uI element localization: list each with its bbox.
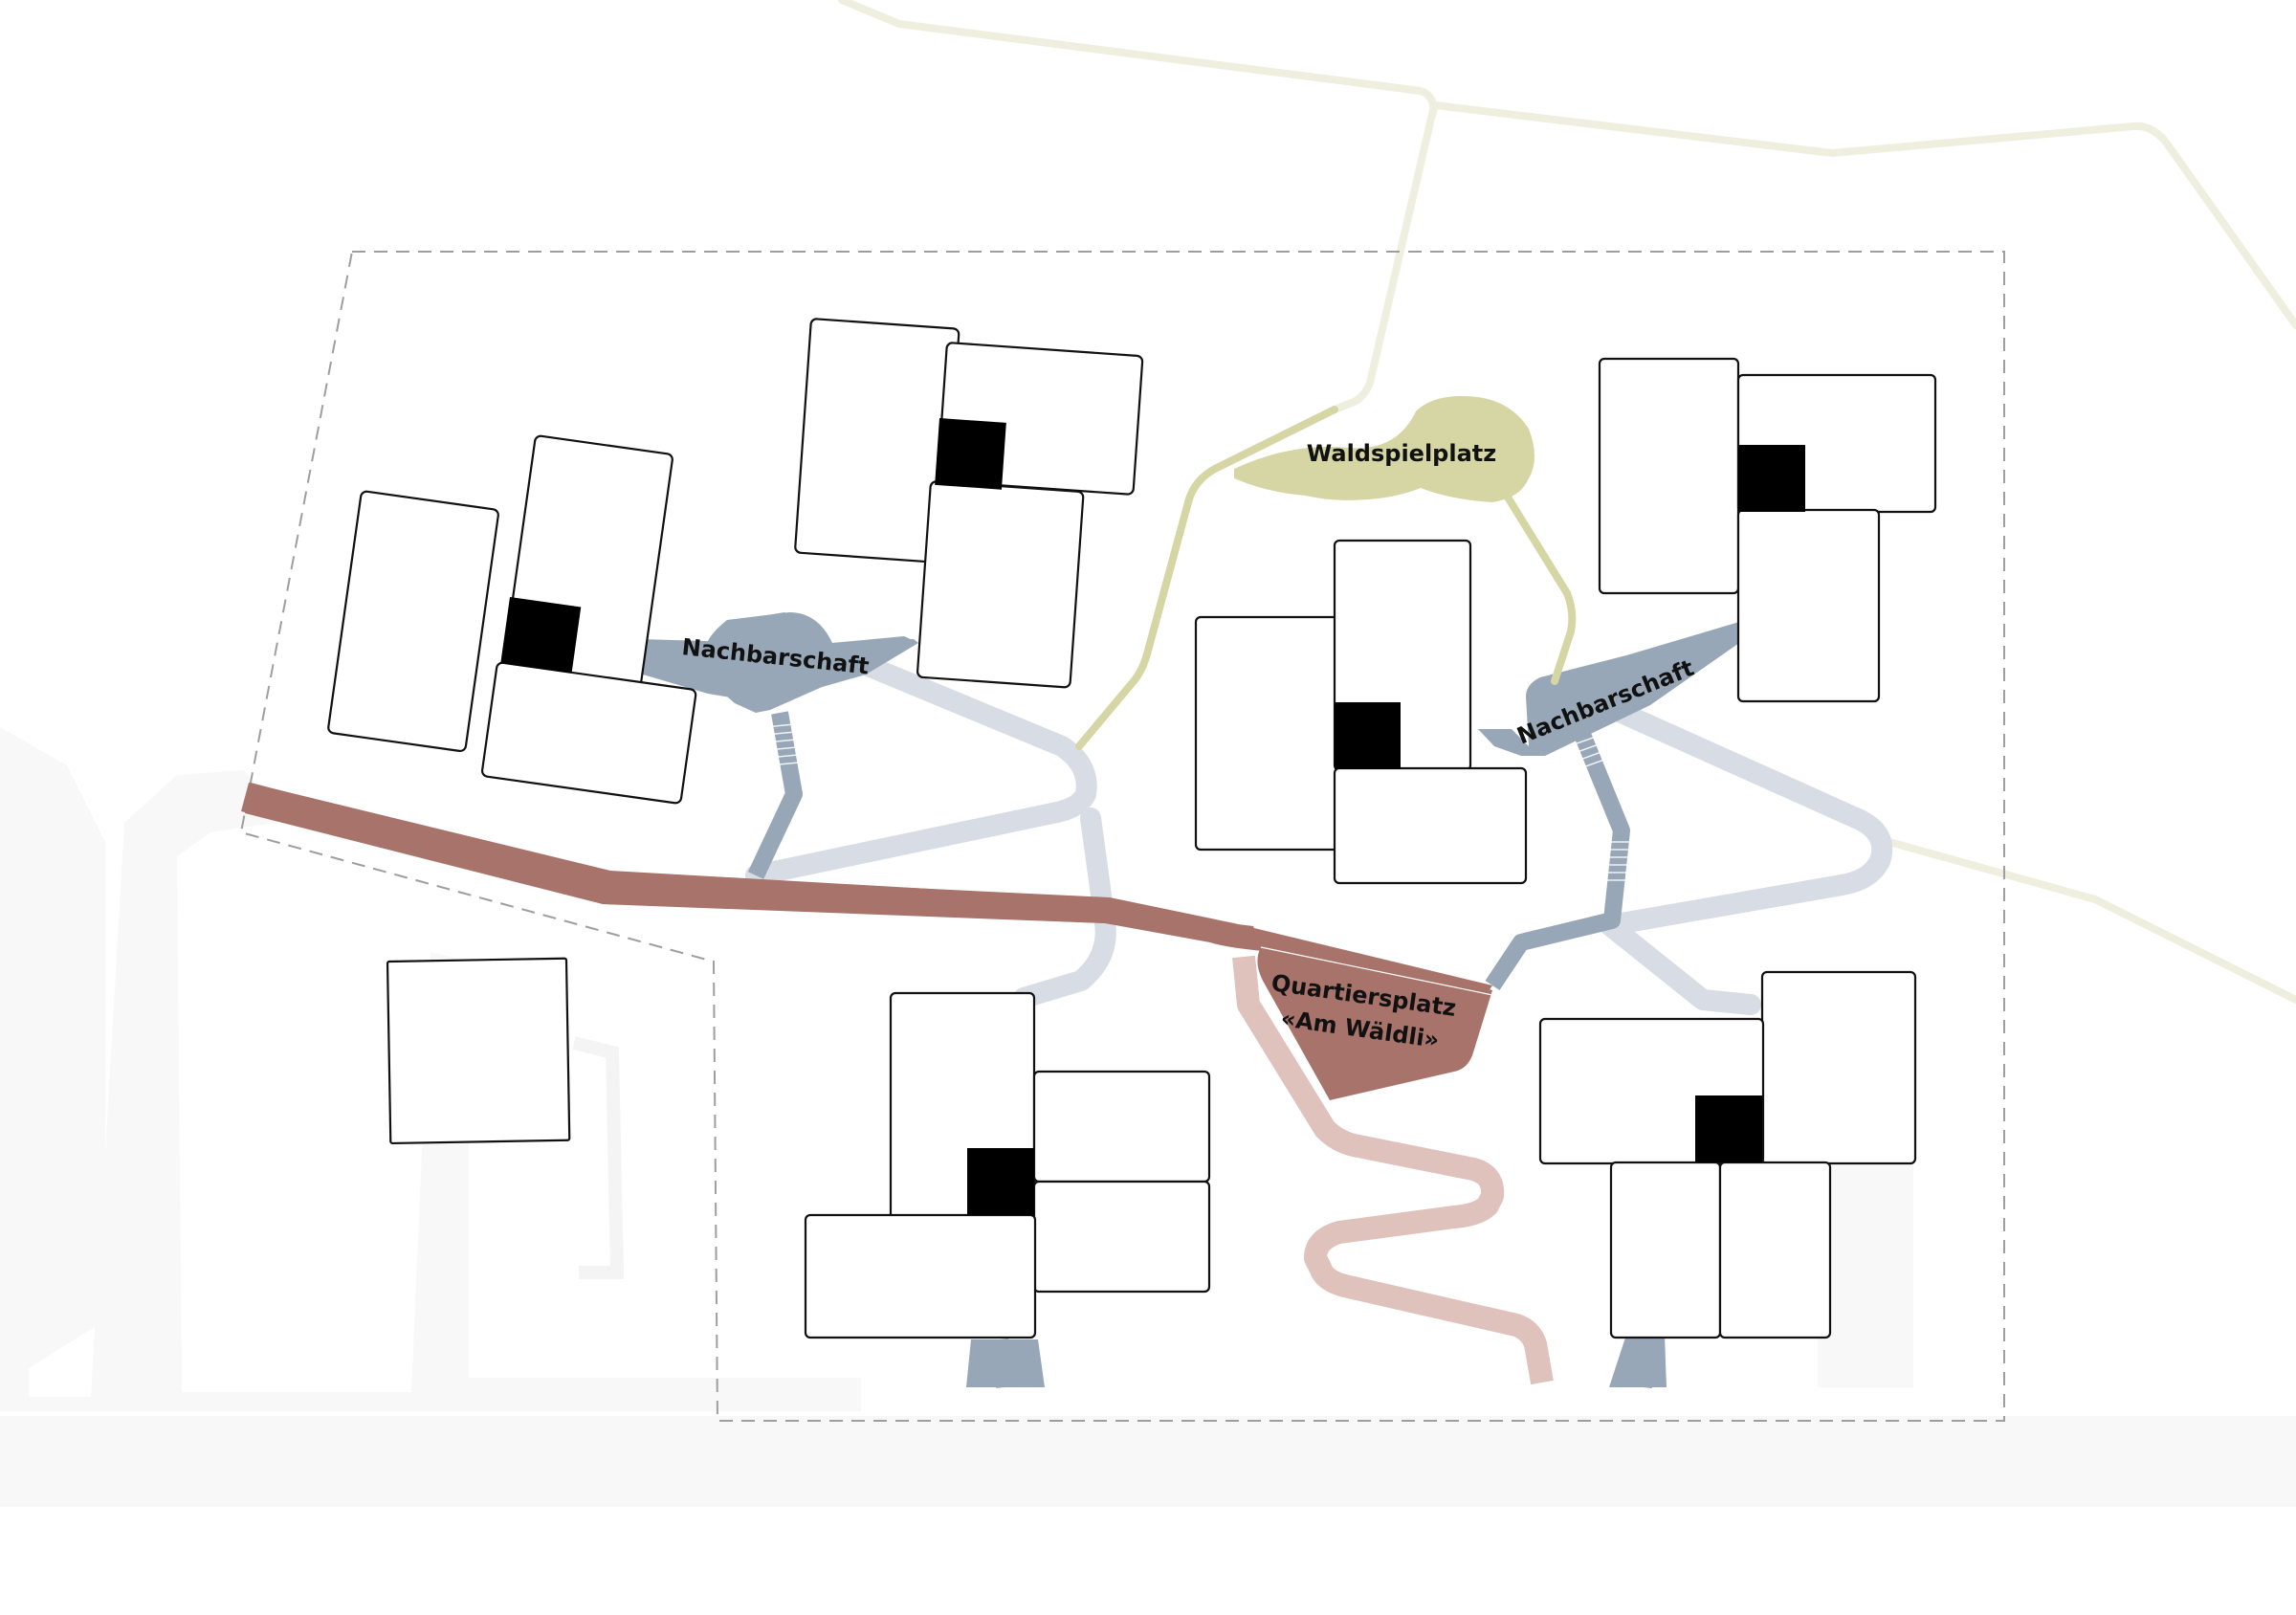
secondary-path-south — [1013, 808, 1116, 1008]
neighbourhood-paths — [636, 612, 1739, 1389]
building-volume — [916, 480, 1085, 689]
west-driveway — [572, 1036, 625, 1279]
neighbourhood-stub-south-east — [1609, 1335, 1667, 1387]
building-volume — [327, 490, 499, 753]
building-volume — [1333, 766, 1528, 885]
building-core — [1695, 1095, 1762, 1162]
forest-path-to-playground — [1075, 406, 1338, 750]
building-core — [1335, 702, 1401, 769]
existing-building — [386, 957, 571, 1145]
building-core — [967, 1148, 1034, 1215]
forest-path-playground-east — [1503, 492, 1577, 685]
forest-path-north — [838, 0, 1438, 117]
nachbarschaft-plaza-east — [1478, 622, 1739, 756]
secondary-path-southeast — [1597, 913, 1761, 1015]
building-volume — [480, 661, 697, 805]
building-cluster-se — [1538, 970, 1917, 1339]
main-path-south — [1232, 955, 1554, 1385]
building-volume — [1718, 1161, 1832, 1339]
building-volume — [1736, 508, 1881, 703]
quartiersplatz-area — [1257, 947, 1492, 1100]
building-volume — [1598, 357, 1740, 595]
building-cluster-nw — [327, 434, 697, 805]
waldspielplatz-label: Waldspielplatz — [1307, 440, 1496, 467]
secondary-path-east — [1611, 702, 1893, 934]
building-core — [935, 418, 1006, 490]
building-cluster-centre — [1194, 539, 1528, 885]
forest-path-east — [1886, 838, 2296, 1004]
neighbourhood-path-west — [747, 711, 803, 879]
east-lot — [1818, 1129, 1913, 1387]
building-volume — [804, 1213, 1037, 1339]
buildings — [327, 318, 1937, 1339]
neighbourhood-path-east — [1485, 733, 1630, 990]
building-core — [1738, 445, 1805, 512]
building-cluster-ne — [1598, 357, 1937, 703]
building-volume — [1609, 1161, 1722, 1339]
main-street — [0, 1416, 2296, 1507]
building-cluster-n — [794, 318, 1144, 689]
building-core — [500, 597, 582, 674]
site-perimeter — [239, 251, 2005, 1422]
building-cluster-s — [804, 991, 1211, 1339]
forest-paths-inner — [1075, 406, 1577, 750]
secondary-path-west — [745, 654, 1097, 886]
forest-path-northeast — [1431, 101, 2296, 329]
forest-paths — [838, 0, 2296, 1004]
neighbourhood-stub-south-west — [966, 1339, 1045, 1387]
waldspielplatz-area — [1234, 396, 1534, 502]
building-volume — [1032, 1180, 1211, 1294]
nachbarschaft-plaza-west-body — [639, 612, 918, 703]
forest-path-down — [1331, 106, 1437, 413]
building-volume — [1032, 1070, 1211, 1184]
main-path-band — [245, 783, 1492, 1014]
building-volume — [1760, 970, 1917, 1165]
secondary-paths — [745, 654, 1893, 1015]
quartiersplatz-edge — [1260, 946, 1493, 996]
